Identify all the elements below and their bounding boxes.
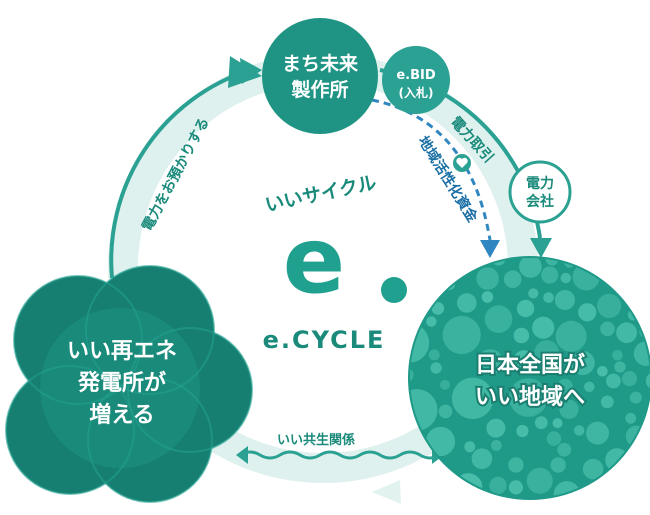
node-left-line1: いい再エネ (67, 339, 177, 364)
bubble (586, 421, 609, 445)
bubble (513, 350, 535, 371)
node-renewable-cluster (5, 265, 253, 503)
bubble (442, 315, 481, 355)
bubble (606, 373, 621, 389)
node-left-line2: 発電所が (77, 370, 166, 396)
power-company-line2: 会社 (526, 193, 554, 210)
fund-arrow-head (480, 240, 500, 258)
bubble (425, 426, 456, 457)
bubble (600, 321, 615, 337)
deposit-arrow-head (240, 58, 262, 84)
node-top-line2: 製作所 (290, 78, 348, 101)
ebid-line2: (入札) (399, 85, 434, 100)
node-japan-bubbles (408, 256, 650, 500)
bubble (516, 299, 535, 318)
bubble (491, 440, 502, 451)
bubble (616, 322, 637, 344)
bubble (625, 412, 637, 424)
deposit-arrow (109, 68, 251, 279)
bubble (597, 366, 608, 377)
trade-arrow-head (530, 238, 552, 258)
bubble (584, 381, 595, 392)
bubble (534, 340, 559, 365)
bubble (633, 341, 650, 366)
node-left-line3: 増える (89, 402, 154, 428)
logo-name: e.CYCLE (263, 326, 386, 354)
bubble (430, 362, 442, 374)
bubble (614, 361, 626, 373)
bubble (477, 349, 504, 375)
bubble (612, 349, 623, 361)
bubble (559, 399, 579, 419)
bubble (440, 379, 450, 390)
bubble (464, 441, 476, 453)
bubble (541, 266, 559, 284)
bubble (600, 395, 614, 409)
bubble (503, 270, 522, 289)
bubble (410, 368, 414, 382)
ebid-line1: e.BID (396, 68, 436, 83)
power-company-line1: 電力 (526, 175, 554, 192)
bubble (543, 292, 554, 303)
bubble (431, 302, 445, 315)
label-coexist: いい共生関係 (277, 432, 355, 448)
bubble (410, 389, 438, 431)
bubble (578, 303, 597, 322)
bubble (546, 431, 562, 446)
bubble (426, 316, 437, 327)
node-machi-mirai (262, 18, 378, 134)
node-right-line2: いい地域へ (475, 384, 585, 410)
bubble (629, 391, 642, 404)
bubble (570, 350, 595, 375)
bubble (557, 378, 573, 395)
bubble (534, 416, 548, 430)
bubble (451, 377, 494, 420)
bubble (552, 418, 563, 429)
node-top-line1: まち未来 (282, 52, 358, 75)
bubble (554, 290, 575, 310)
bubble (526, 467, 553, 494)
node-right-line1: 日本全国が (475, 352, 585, 378)
bubble (516, 424, 529, 438)
cycle-arrow-to-left (372, 480, 401, 504)
bubble (508, 378, 548, 417)
bubble (582, 458, 604, 480)
bubble (519, 258, 542, 278)
bubble (621, 371, 638, 387)
bubble (555, 320, 587, 352)
bubble (513, 327, 530, 344)
bubble (574, 425, 585, 436)
bubble (560, 272, 571, 284)
bubble (532, 316, 555, 339)
logo-dot (381, 277, 407, 303)
coexist-arrow-left (236, 446, 248, 464)
bubble (457, 293, 477, 313)
bubble (438, 404, 453, 419)
bubble (471, 448, 493, 470)
bubble (508, 480, 523, 495)
bubble (557, 442, 572, 457)
bubble (550, 457, 566, 473)
bubble (486, 418, 506, 438)
bubble (410, 323, 430, 363)
bubble (481, 291, 494, 303)
bubble (484, 305, 513, 333)
logo-letter: e (283, 207, 345, 314)
power-company-badge (508, 160, 572, 224)
coexist-wave (239, 450, 441, 460)
bubble (553, 481, 581, 498)
bubble (489, 476, 507, 495)
bubble (428, 349, 440, 361)
bubble (508, 457, 524, 473)
ebid-badge (382, 46, 450, 114)
bubble (597, 293, 622, 318)
bubble (528, 288, 539, 299)
heart-icon (453, 154, 471, 172)
bubble (476, 267, 499, 290)
